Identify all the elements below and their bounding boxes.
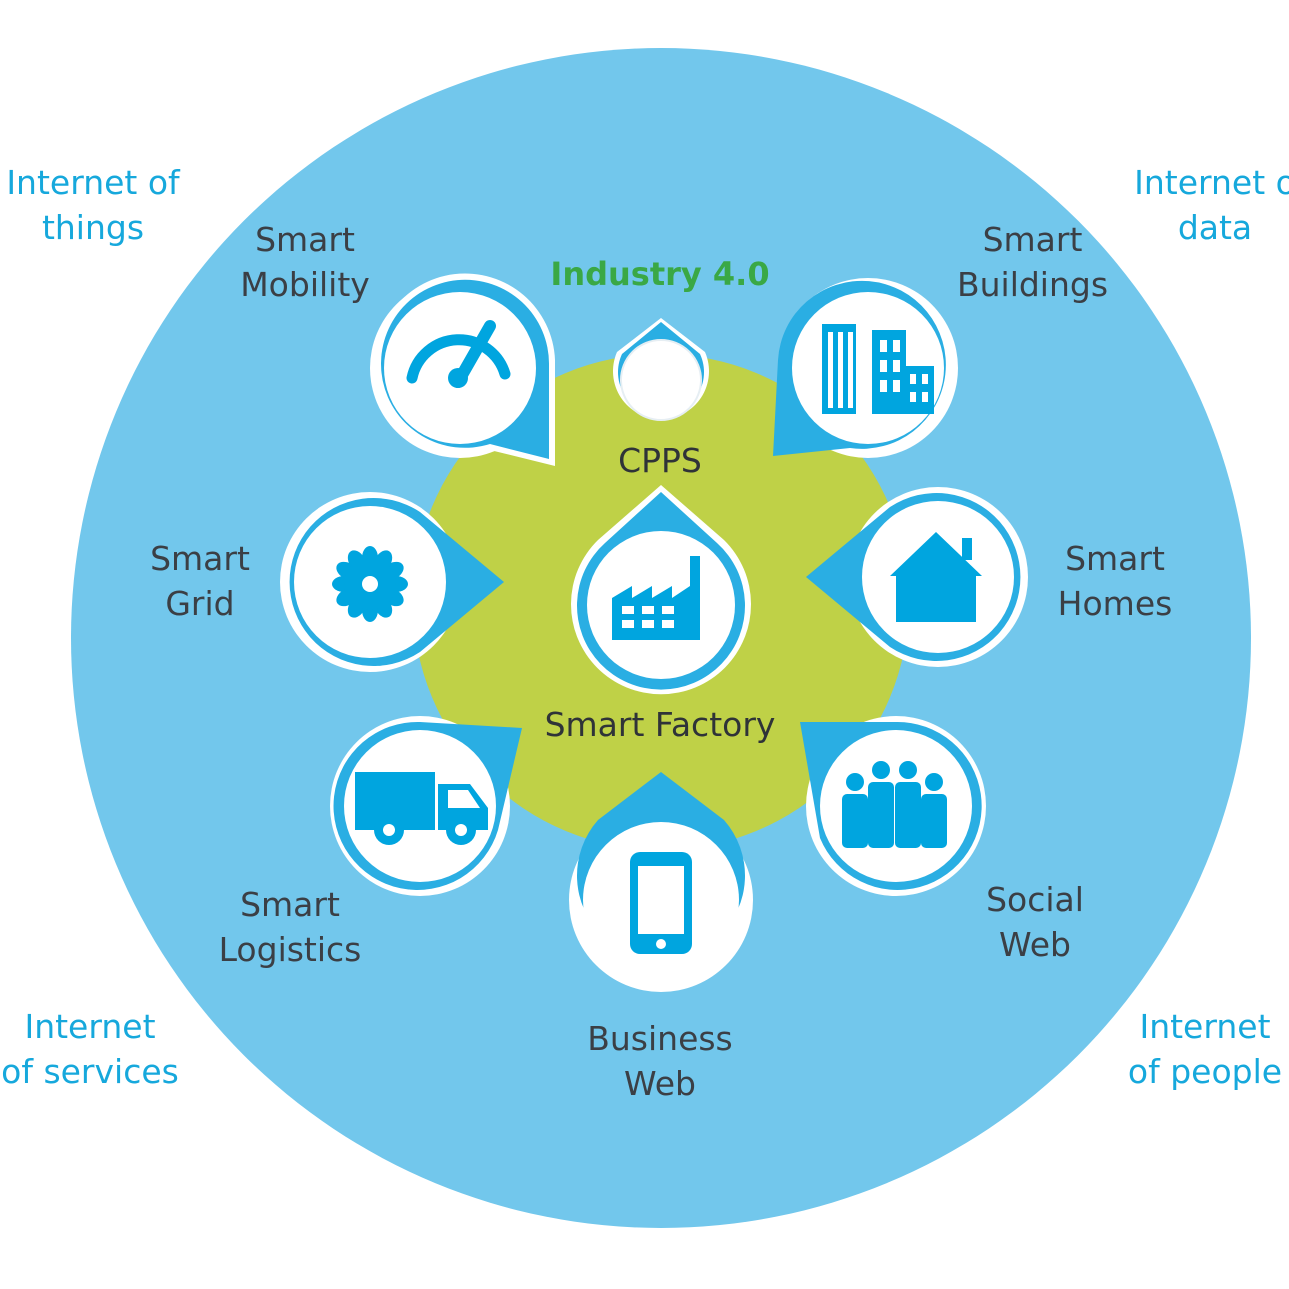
grid-node	[280, 492, 504, 672]
house-icon	[890, 532, 982, 622]
industry-node	[613, 318, 709, 421]
person-head	[899, 761, 917, 779]
smart-factory-label: Smart Factory	[544, 705, 776, 744]
person-head	[846, 773, 864, 791]
people-icon	[842, 761, 947, 848]
empty-node-icon	[620, 339, 702, 421]
industry-40-label: Industry 4.0	[550, 255, 770, 293]
factory-node	[571, 485, 751, 695]
corner-label-internet-of-services: Internet of services	[1, 1007, 179, 1091]
homes-node	[806, 487, 1028, 667]
social-web-label: Social Web	[986, 880, 1084, 964]
smart-buildings-label: Smart Buildings	[956, 220, 1109, 304]
corner-label-internet-of-things: Internet of things	[6, 163, 180, 247]
smart-logistics-label: Smart Logistics	[218, 885, 362, 969]
person-head	[925, 773, 943, 791]
corner-label-internet-of-data: Internet o data	[1134, 163, 1289, 247]
factory-icon	[612, 556, 700, 640]
business-web-label: Business Web	[587, 1019, 733, 1103]
person-body	[842, 794, 868, 848]
smart-mobility-label: Smart Mobility	[240, 220, 370, 304]
person-body	[895, 782, 921, 848]
buildings-node	[773, 278, 958, 458]
smart-grid-label: Smart Grid	[150, 539, 250, 623]
smartphone-icon	[630, 852, 692, 954]
buildings-icon	[822, 324, 934, 414]
social-node	[800, 716, 986, 896]
cpps-label: CPPS	[618, 441, 702, 480]
person-head	[872, 761, 890, 779]
truck-icon	[355, 772, 488, 845]
mobility-node	[370, 273, 555, 466]
person-body	[868, 782, 894, 848]
person-body	[921, 794, 947, 848]
smart-homes-label: Smart Homes	[1057, 539, 1173, 623]
logistics-node	[330, 716, 522, 896]
business-node	[569, 772, 753, 992]
corner-label-internet-of-people: Internet of people	[1127, 1007, 1283, 1091]
